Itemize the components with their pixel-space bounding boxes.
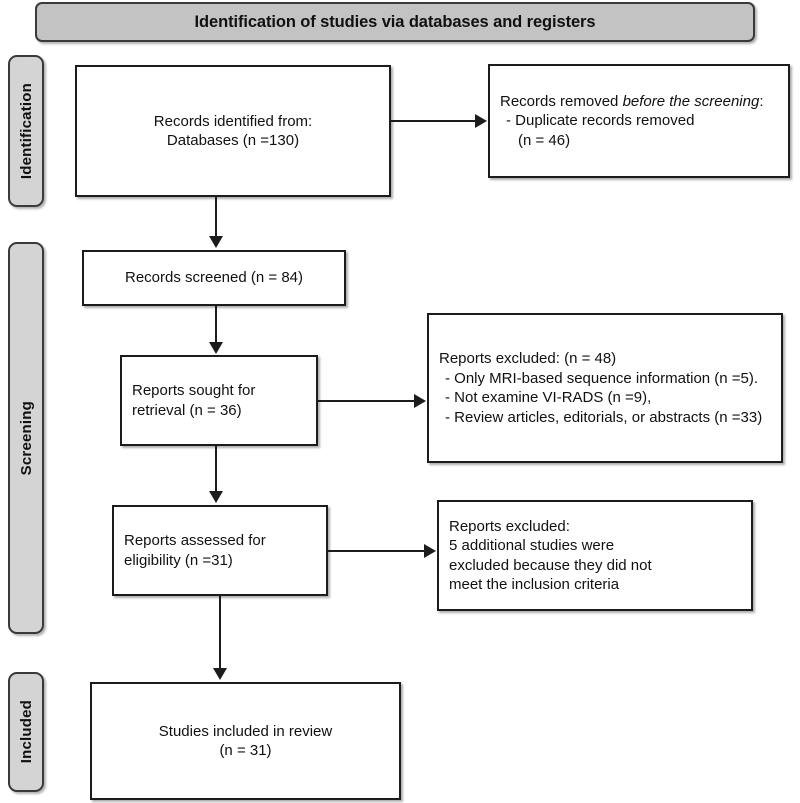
phase-bar-identification: Identification [8, 55, 44, 207]
node-records-identified-line2: Databases (n =130) [166, 132, 300, 149]
list-item: - Only MRI-based sequence information (n… [445, 369, 759, 387]
diagram-header-banner: Identification of studies via databases … [35, 2, 755, 42]
node-reports-assessed: Reports assessed for eligibility (n =31) [112, 505, 328, 596]
connector-identified-to-removed [391, 120, 477, 122]
node-records-removed: Records removed before the screening: - … [488, 64, 790, 178]
arrow-right-icon [475, 114, 487, 128]
connector-screened-to-sought [215, 306, 217, 344]
node-records-identified: Records identified from: Databases (n =1… [75, 65, 391, 197]
node-reports-assessed-line2: eligibility (n =31) [124, 551, 233, 569]
node-reports-sought-line2: retrieval (n = 36) [132, 401, 242, 419]
node-reports-excluded-eligibility: Reports excluded: 5 additional studies w… [437, 500, 753, 611]
node-studies-included-line1: Studies included in review [158, 722, 333, 740]
node-records-removed-heading-italic: before the screening [622, 92, 760, 110]
arrow-right-icon [414, 394, 426, 408]
node-records-removed-heading-colon: : [759, 92, 764, 110]
node-records-identified-line1: Records identified from: [153, 112, 313, 130]
connector-identified-to-screened [215, 197, 217, 238]
node-reports-excluded-screening-heading: Reports excluded: (n = 48) [439, 350, 617, 367]
phase-label-screening: Screening [17, 400, 35, 476]
node-studies-included: Studies included in review (n = 31) [90, 682, 401, 800]
node-reports-excluded-eligibility-line3: excluded because they did not [449, 556, 652, 574]
list-item: - Review articles, editorials, or abstra… [445, 408, 763, 426]
node-records-removed-heading-prefix: Records removed [500, 92, 623, 110]
arrow-down-icon [209, 236, 223, 248]
phase-bar-screening: Screening [8, 242, 44, 634]
arrow-down-icon [213, 668, 227, 680]
phase-bar-included: Included [8, 672, 44, 792]
node-reports-excluded-screening: Reports excluded: (n = 48) - Only MRI-ba… [427, 313, 783, 463]
node-reports-assessed-line1: Reports assessed for [124, 532, 266, 549]
connector-sought-to-assessed [215, 446, 217, 493]
connector-sought-to-excluded [318, 400, 416, 402]
node-reports-excluded-eligibility-line1: Reports excluded: [449, 517, 570, 535]
node-reports-excluded-eligibility-line2: 5 additional studies were [449, 537, 615, 554]
list-item: - Not examine VI-RADS (n =9), [445, 389, 652, 406]
phase-label-included: Included [17, 700, 35, 764]
node-records-removed-heading: Records removed before the screening: [500, 92, 764, 112]
node-records-screened-line1: Records screened (n = 84) [124, 269, 303, 287]
node-records-removed-count: (n = 46) [518, 131, 571, 149]
arrow-down-icon [209, 342, 223, 354]
list-item: - Duplicate records removed [506, 112, 695, 130]
connector-assessed-to-included [219, 596, 221, 670]
connector-assessed-to-excluded [328, 550, 426, 552]
node-records-removed-bullets: - Duplicate records removed [500, 111, 694, 131]
node-records-screened: Records screened (n = 84) [82, 250, 346, 306]
node-studies-included-line2: (n = 31) [219, 742, 272, 759]
node-reports-sought-line1: Reports sought for [132, 382, 256, 399]
page-title: Identification of studies via databases … [194, 12, 596, 31]
phase-label-identification: Identification [17, 82, 35, 180]
arrow-down-icon [209, 491, 223, 503]
node-reports-excluded-screening-bullets: - Only MRI-based sequence information (n… [439, 369, 762, 428]
arrow-right-icon [424, 544, 436, 558]
node-reports-sought: Reports sought for retrieval (n = 36) [120, 355, 318, 446]
node-reports-excluded-eligibility-line4: meet the inclusion criteria [449, 576, 620, 593]
